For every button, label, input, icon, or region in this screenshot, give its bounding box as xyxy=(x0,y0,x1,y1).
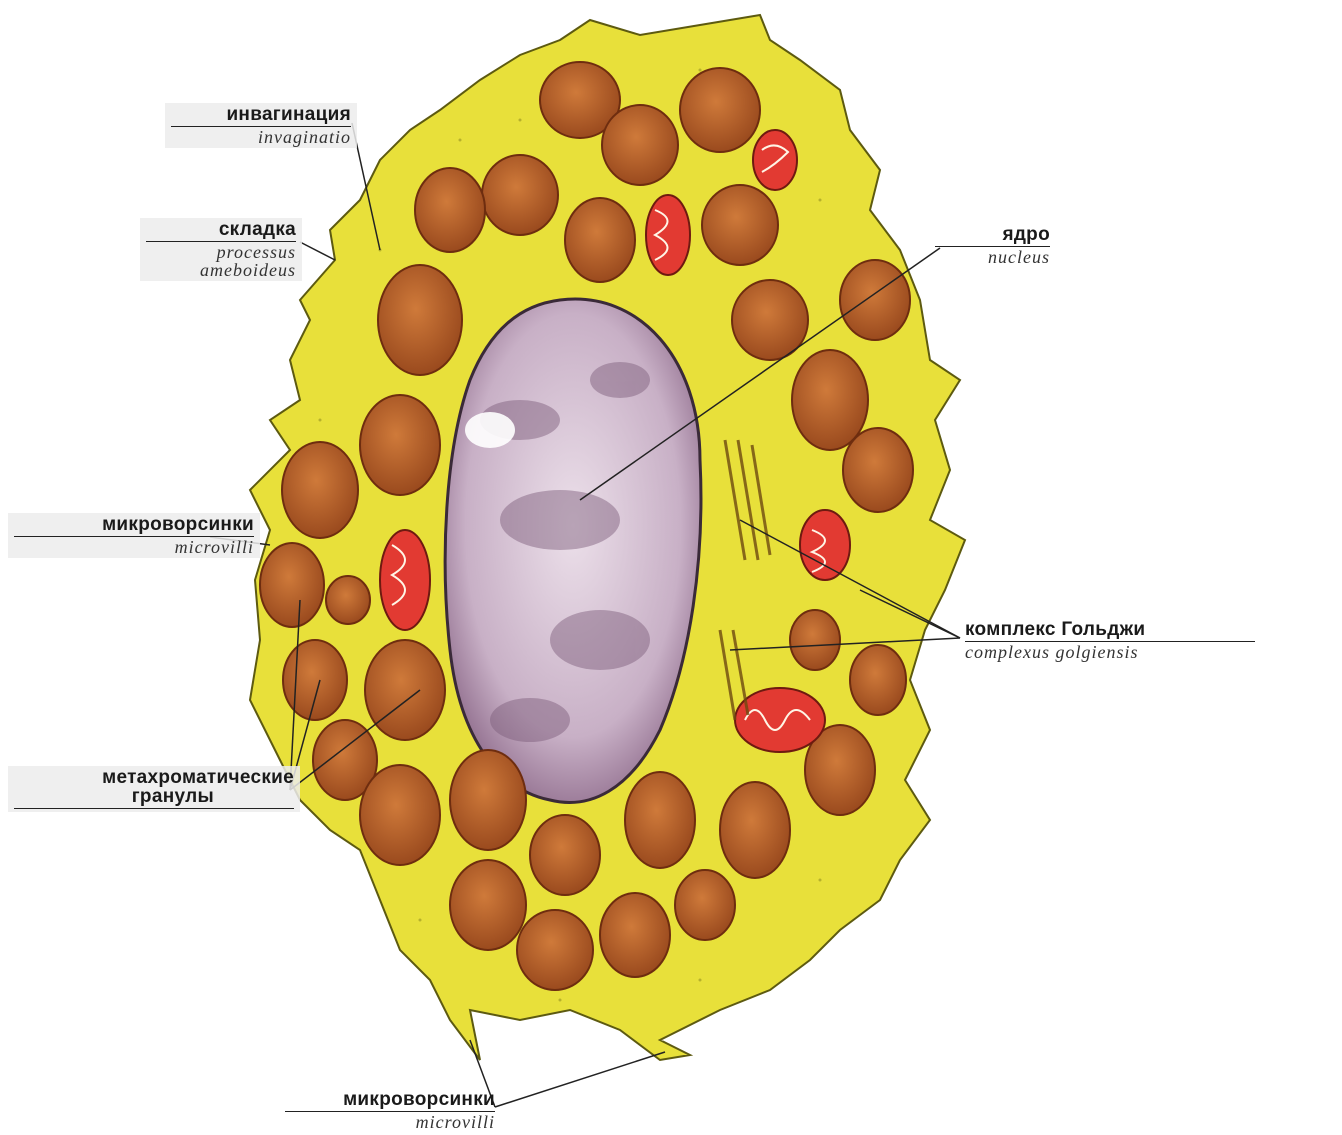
mitochondrion-shape xyxy=(753,130,797,190)
label-granules: метахроматические гранулы xyxy=(8,766,300,812)
label-invagination-la: invaginatio xyxy=(171,128,351,146)
label-nucleus: ядро nucleus xyxy=(935,225,1050,266)
label-invagination-ru: инвагинация xyxy=(171,105,351,124)
label-microvilli-bottom-ru: микроворсинки xyxy=(285,1090,495,1109)
label-nucleus-ru: ядро xyxy=(935,225,1050,244)
label-golgi-ru: комплекс Гольджи xyxy=(965,620,1255,639)
label-fold-ru: складка xyxy=(146,220,296,239)
label-granules-ru1: метахроматические xyxy=(14,768,294,787)
label-fold-la2: ameboideus xyxy=(146,261,296,279)
label-microvilli-left-la: microvilli xyxy=(14,538,254,556)
label-microvilli-left-ru: микроворсинки xyxy=(14,515,254,534)
label-golgi: комплекс Гольджи complexus golgiensis xyxy=(965,620,1255,661)
label-golgi-la: complexus golgiensis xyxy=(965,643,1255,661)
label-microvilli-left: микроворсинки microvilli xyxy=(8,513,260,558)
label-nucleus-la: nucleus xyxy=(935,248,1050,266)
label-invagination: инвагинация invaginatio xyxy=(165,103,357,148)
label-microvilli-bottom-la: microvilli xyxy=(285,1113,495,1131)
label-granules-ru2: гранулы xyxy=(14,787,214,806)
nucleus-shape xyxy=(445,299,701,802)
label-microvilli-bottom: микроворсинки microvilli xyxy=(285,1090,495,1131)
label-fold-la1: processus xyxy=(146,243,296,261)
label-granules-rule xyxy=(14,808,294,809)
label-fold: складка processus ameboideus xyxy=(140,218,302,281)
